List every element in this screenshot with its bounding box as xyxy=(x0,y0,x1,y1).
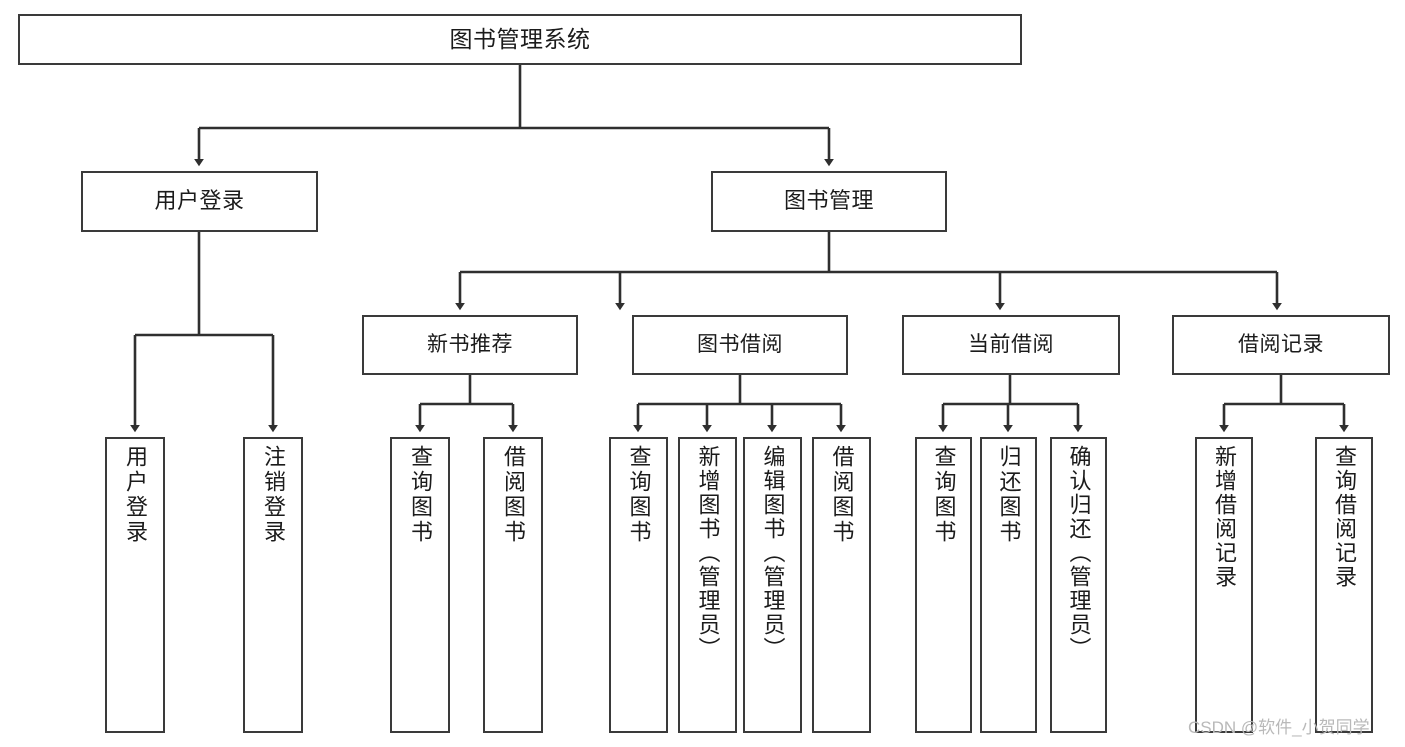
node-leaf-borrow-book-2-label: 借阅图书 xyxy=(829,445,855,545)
node-leaf-borrow-book-2[interactable]: 借阅图书 xyxy=(812,437,871,733)
node-current-borrow-label: 当前借阅 xyxy=(968,333,1054,357)
node-leaf-query-book-3[interactable]: 查询图书 xyxy=(915,437,972,733)
node-leaf-query-book-2[interactable]: 查询图书 xyxy=(609,437,668,733)
node-leaf-query-book-1-label: 查询图书 xyxy=(408,445,433,545)
node-current-borrow[interactable]: 当前借阅 xyxy=(902,315,1120,375)
node-leaf-query-book-3-label: 查询图书 xyxy=(931,445,957,545)
node-leaf-add-borrow-record-label: 新增借阅记录 xyxy=(1212,445,1237,589)
node-new-book-recommend-label: 新书推荐 xyxy=(427,333,513,357)
node-leaf-user-login-label: 用户登录 xyxy=(123,445,148,545)
node-leaf-return-book-label: 归还图书 xyxy=(996,445,1022,545)
node-user-login[interactable]: 用户登录 xyxy=(81,171,318,232)
node-leaf-add-book-admin[interactable]: 新增图书（管理员） xyxy=(678,437,737,733)
node-book-manage[interactable]: 图书管理 xyxy=(711,171,947,232)
csdn-watermark: CSDN @软件_小贺同学 xyxy=(1188,718,1370,737)
node-leaf-user-login[interactable]: 用户登录 xyxy=(105,437,165,733)
node-leaf-query-borrow-record-label: 查询借阅记录 xyxy=(1332,445,1357,589)
node-leaf-edit-book-admin[interactable]: 编辑图书（管理员） xyxy=(743,437,802,733)
node-leaf-edit-book-admin-label: 编辑图书（管理员） xyxy=(760,445,786,661)
node-book-borrow-label: 图书借阅 xyxy=(697,333,783,357)
node-leaf-logout[interactable]: 注销登录 xyxy=(243,437,303,733)
node-user-login-label: 用户登录 xyxy=(154,188,245,214)
node-leaf-query-book-1[interactable]: 查询图书 xyxy=(390,437,450,733)
node-new-book-recommend[interactable]: 新书推荐 xyxy=(362,315,578,375)
node-root[interactable]: 图书管理系统 xyxy=(18,14,1022,65)
node-leaf-add-book-admin-label: 新增图书（管理员） xyxy=(695,445,721,661)
node-borrow-record-label: 借阅记录 xyxy=(1238,333,1324,357)
node-leaf-add-borrow-record[interactable]: 新增借阅记录 xyxy=(1195,437,1253,733)
node-leaf-borrow-book-1[interactable]: 借阅图书 xyxy=(483,437,543,733)
node-leaf-query-borrow-record[interactable]: 查询借阅记录 xyxy=(1315,437,1373,733)
node-book-borrow[interactable]: 图书借阅 xyxy=(632,315,848,375)
node-leaf-borrow-book-1-label: 借阅图书 xyxy=(501,445,526,545)
node-leaf-confirm-return-admin-label: 确认归还（管理员） xyxy=(1066,445,1092,661)
node-leaf-query-book-2-label: 查询图书 xyxy=(626,445,652,545)
node-book-manage-label: 图书管理 xyxy=(783,188,874,214)
node-leaf-confirm-return-admin[interactable]: 确认归还（管理员） xyxy=(1050,437,1107,733)
node-root-label: 图书管理系统 xyxy=(449,25,591,52)
node-borrow-record[interactable]: 借阅记录 xyxy=(1172,315,1390,375)
node-leaf-return-book[interactable]: 归还图书 xyxy=(980,437,1037,733)
node-leaf-logout-label: 注销登录 xyxy=(261,445,286,545)
